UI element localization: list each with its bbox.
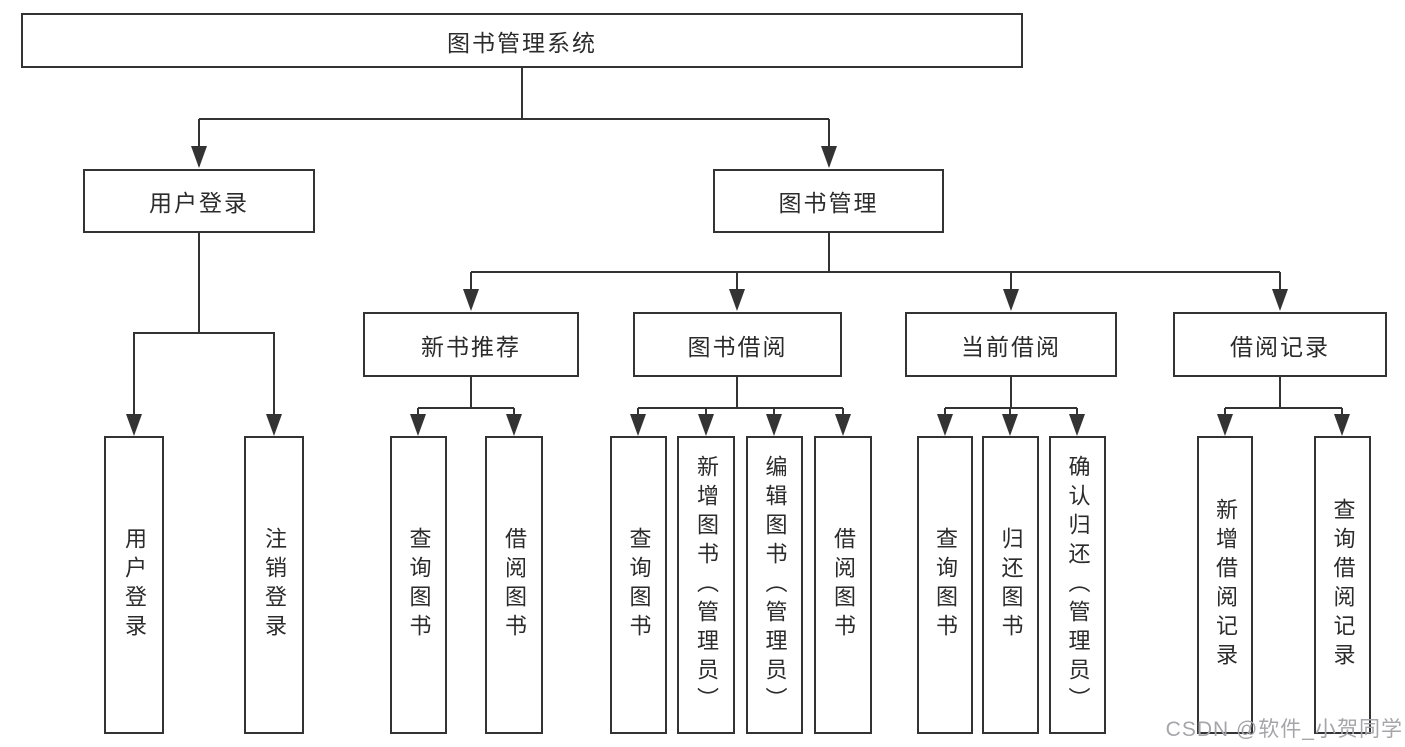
leaf-query-books-recommend-label: 查询图书 (406, 527, 432, 643)
leaf-add-books-admin: 新增图书（管理员） (677, 436, 735, 734)
node-user-login-label: 用户登录 (149, 190, 249, 216)
node-root: 图书管理系统 (21, 13, 1023, 68)
leaf-borrow-books: 借阅图书 (814, 436, 872, 734)
leaf-return-books-label: 归还图书 (998, 527, 1024, 643)
node-borrowing-records-label: 借阅记录 (1230, 333, 1330, 360)
leaf-user-login-label: 用户登录 (122, 527, 147, 643)
leaf-query-books-borrow: 查询图书 (610, 436, 667, 734)
leaf-confirm-return-admin-label: 确认归还（管理员） (1065, 454, 1091, 716)
node-user-login: 用户登录 (83, 169, 315, 233)
node-root-label: 图书管理系统 (447, 29, 597, 56)
leaf-user-login: 用户登录 (104, 436, 164, 734)
leaf-logout-login-label: 注销登录 (262, 527, 287, 643)
node-new-book-recommendation: 新书推荐 (363, 312, 579, 377)
node-book-management-label: 图书管理 (778, 190, 879, 216)
leaf-query-books-current-label: 查询图书 (933, 527, 958, 643)
leaf-add-borrow-record-label: 新增借阅记录 (1213, 498, 1238, 672)
leaf-edit-books-admin: 编辑图书（管理员） (746, 436, 803, 734)
csdn-watermark: CSDN @软件_小贺同学 (1165, 718, 1403, 741)
leaf-add-books-admin-label: 新增图书（管理员） (694, 454, 719, 716)
leaf-confirm-return-admin: 确认归还（管理员） (1049, 436, 1106, 734)
leaf-return-books: 归还图书 (982, 436, 1039, 734)
node-current-borrowing-label: 当前借阅 (961, 333, 1061, 360)
node-borrowing-records: 借阅记录 (1173, 312, 1387, 377)
leaf-borrow-books-label: 借阅图书 (831, 527, 856, 643)
leaf-borrow-books-recommend: 借阅图书 (485, 436, 543, 734)
leaf-query-borrow-record: 查询借阅记录 (1314, 436, 1371, 734)
leaf-edit-books-admin-label: 编辑图书（管理员） (762, 454, 788, 716)
leaf-query-books-recommend: 查询图书 (390, 436, 447, 734)
leaf-query-books-current: 查询图书 (917, 436, 973, 734)
node-new-book-recommendation-label: 新书推荐 (421, 333, 521, 360)
node-current-borrowing: 当前借阅 (905, 312, 1117, 377)
node-book-borrowing-label: 图书借阅 (687, 333, 788, 360)
leaf-logout-login: 注销登录 (244, 436, 304, 734)
leaf-query-borrow-record-label: 查询借阅记录 (1330, 498, 1356, 672)
leaf-add-borrow-record: 新增借阅记录 (1197, 436, 1253, 734)
node-book-borrowing: 图书借阅 (633, 312, 842, 377)
leaf-borrow-books-recommend-label: 借阅图书 (502, 527, 527, 643)
leaf-query-books-borrow-label: 查询图书 (626, 527, 652, 643)
node-book-management: 图书管理 (713, 169, 944, 233)
arrowheads (126, 146, 1350, 436)
